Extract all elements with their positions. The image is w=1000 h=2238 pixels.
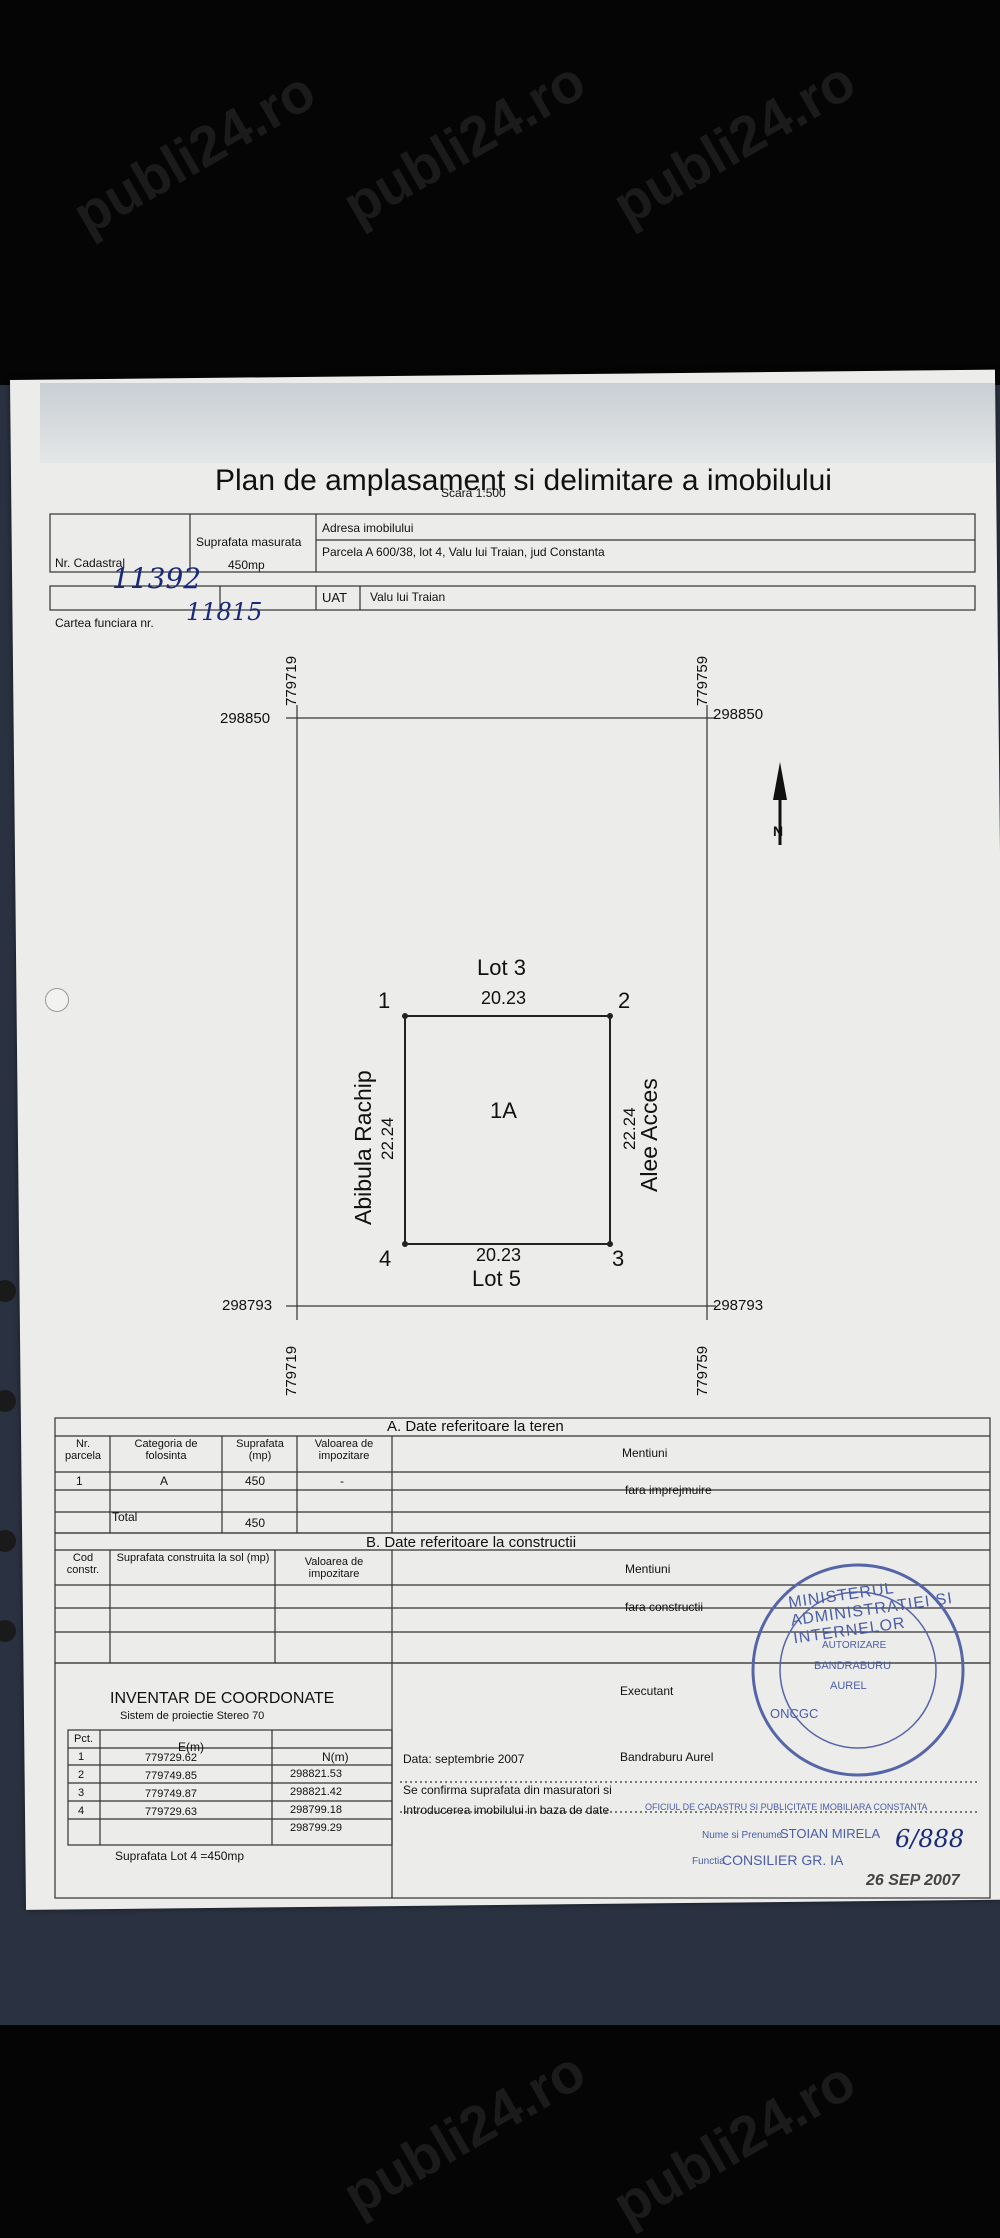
- inventar-col-n: N(m): [322, 1750, 349, 1764]
- inventar-col-pct: Pct.: [74, 1733, 93, 1745]
- punch-hole: [0, 1280, 16, 1302]
- row-categoria: A: [160, 1474, 169, 1488]
- suprafata-label: Suprafata masurata: [196, 535, 302, 549]
- inv-e: 779729.62: [145, 1752, 197, 1764]
- point-4: 4: [379, 1246, 392, 1271]
- inventar-title: INVENTAR DE COORDONATE: [110, 1690, 335, 1707]
- nume-value: STOIAN MIRELA: [780, 1826, 881, 1841]
- executant-name: Bandraburu Aurel: [620, 1750, 714, 1764]
- north-arrow-icon: [773, 762, 787, 845]
- point-3: 3: [612, 1246, 625, 1271]
- col-mentiuni: Mentiuni: [622, 1446, 668, 1460]
- inv-n: 298821.42: [290, 1786, 342, 1798]
- total-label: Total: [112, 1510, 138, 1524]
- inventar-subtitle: Sistem de proiectie Stereo 70: [120, 1710, 265, 1722]
- north-label: N: [773, 823, 784, 839]
- coord-top-right-y: 779759: [694, 655, 711, 706]
- col-nr-parcela: Nr. parcela: [64, 1438, 102, 1462]
- row-nr: 1: [76, 1474, 83, 1488]
- nume-label: Nume si Prenume: [702, 1830, 783, 1841]
- punch-hole: [45, 988, 69, 1012]
- confirm-text: Se confirma suprafata din masuratori si: [403, 1783, 612, 1797]
- uat-label: UAT: [322, 590, 348, 605]
- col-categoria: Categoria de folosinta: [134, 1438, 198, 1462]
- inv-n: 298799.29: [290, 1822, 342, 1834]
- stamp-inner-2: BANDRABURU: [814, 1660, 892, 1672]
- section-b-title: B. Date referitoare la constructii: [366, 1534, 577, 1551]
- coord-top-x-left: 298850: [220, 710, 271, 727]
- inv-n: 298799.18: [290, 1804, 342, 1816]
- point-2: 2: [618, 988, 631, 1013]
- official-stamp: [751, 1563, 965, 1777]
- uat-value: Valu lui Traian: [370, 590, 446, 604]
- adresa-label: Adresa imobilului: [322, 521, 414, 535]
- dim-left: 22.24: [378, 1117, 397, 1160]
- street-left: Abibula Rachip: [350, 1070, 376, 1225]
- stamp-bottom: ONCGC: [770, 1706, 819, 1721]
- plastic-sleeve: [40, 383, 995, 463]
- functia-label: Functia: [692, 1856, 725, 1867]
- col-valoarea-b: Valoarea de impozitare: [304, 1556, 364, 1580]
- inv-e: 779749.87: [145, 1788, 197, 1800]
- row-mentiuni: fara imprejmuire: [625, 1483, 712, 1497]
- coord-bottom-x-left: 298793: [222, 1297, 273, 1314]
- punch-hole: [0, 1390, 16, 1412]
- inv-n: 298821.53: [290, 1768, 342, 1780]
- stamp-inner-3: AUREL: [830, 1680, 867, 1692]
- inv-e: 779749.85: [145, 1770, 197, 1782]
- col-valoarea: Valoarea de impozitare: [314, 1438, 374, 1462]
- total-value: 450: [245, 1516, 266, 1530]
- street-right: Alee Acces: [636, 1078, 662, 1192]
- lot-bottom-label: Lot 5: [472, 1266, 521, 1291]
- col-suprafata-construita: Suprafata construita la sol (mp): [116, 1552, 270, 1564]
- date-stamp: 26 SEP 2007: [866, 1872, 960, 1889]
- ocpi-stamp-text: OFICIUL DE CADASTRU SI PUBLICITATE IMOBI…: [645, 1802, 928, 1812]
- point-1: 1: [378, 988, 391, 1013]
- introducere-text: Introducerea imobilului in baza de date: [403, 1803, 610, 1817]
- executant-label: Executant: [620, 1684, 674, 1698]
- stamp-inner-1: AUTORIZARE: [822, 1640, 887, 1651]
- col-suprafata: Suprafata (mp): [236, 1438, 284, 1462]
- cartea-label: Cartea funciara nr.: [55, 616, 154, 630]
- punch-hole: [0, 1620, 16, 1642]
- coord-bottom-x-right: 298793: [713, 1297, 764, 1314]
- col-mentiuni-b: Mentiuni: [625, 1562, 671, 1576]
- cartea-value: 11815: [186, 598, 263, 626]
- inv-pct: 1: [78, 1751, 85, 1763]
- parcel-id: 1A: [490, 1098, 517, 1123]
- row-suprafata: 450: [245, 1474, 266, 1488]
- coord-top-x-right: 298850: [713, 706, 764, 723]
- section-a-title: A. Date referitoare la teren: [387, 1418, 564, 1435]
- coord-top-left-y: 779719: [283, 655, 300, 706]
- executant-date: Data: septembrie 2007: [403, 1752, 525, 1766]
- coord-bottom-right-y: 779759: [694, 1345, 711, 1396]
- suprafata-value: 450mp: [228, 558, 265, 572]
- adresa-value: Parcela A 600/38, lot 4, Valu lui Traian…: [322, 545, 605, 559]
- scale-label: Scara 1:500: [441, 486, 506, 500]
- inv-pct: 2: [78, 1769, 85, 1781]
- inventar-col-e: E(m): [178, 1740, 204, 1754]
- nr-cadastral-label: Nr. Cadastral: [55, 556, 126, 570]
- lot-top-label: Lot 3: [477, 955, 526, 980]
- handwritten-number: 6/888: [895, 1825, 965, 1853]
- punch-hole: [0, 1530, 16, 1552]
- col-cod: Cod constr.: [66, 1552, 100, 1576]
- functia-value: CONSILIER GR. IA: [722, 1852, 844, 1868]
- nr-cadastral-value: 11392: [112, 562, 202, 595]
- dim-top: 20.23: [481, 988, 527, 1008]
- inv-pct: 4: [78, 1805, 85, 1817]
- mentiuni-b: fara constructii: [625, 1600, 704, 1614]
- page-title: Plan de amplasament si delimitare a imob…: [215, 464, 832, 497]
- dim-bottom: 20.23: [476, 1245, 522, 1265]
- inv-pct: 3: [78, 1787, 85, 1799]
- lot-outline: [404, 1015, 611, 1245]
- inv-e: 779729.63: [145, 1806, 197, 1818]
- row-valoarea: -: [340, 1474, 344, 1488]
- coord-bottom-left-y: 779719: [283, 1345, 300, 1396]
- inventar-footer: Suprafata Lot 4 =450mp: [115, 1849, 245, 1863]
